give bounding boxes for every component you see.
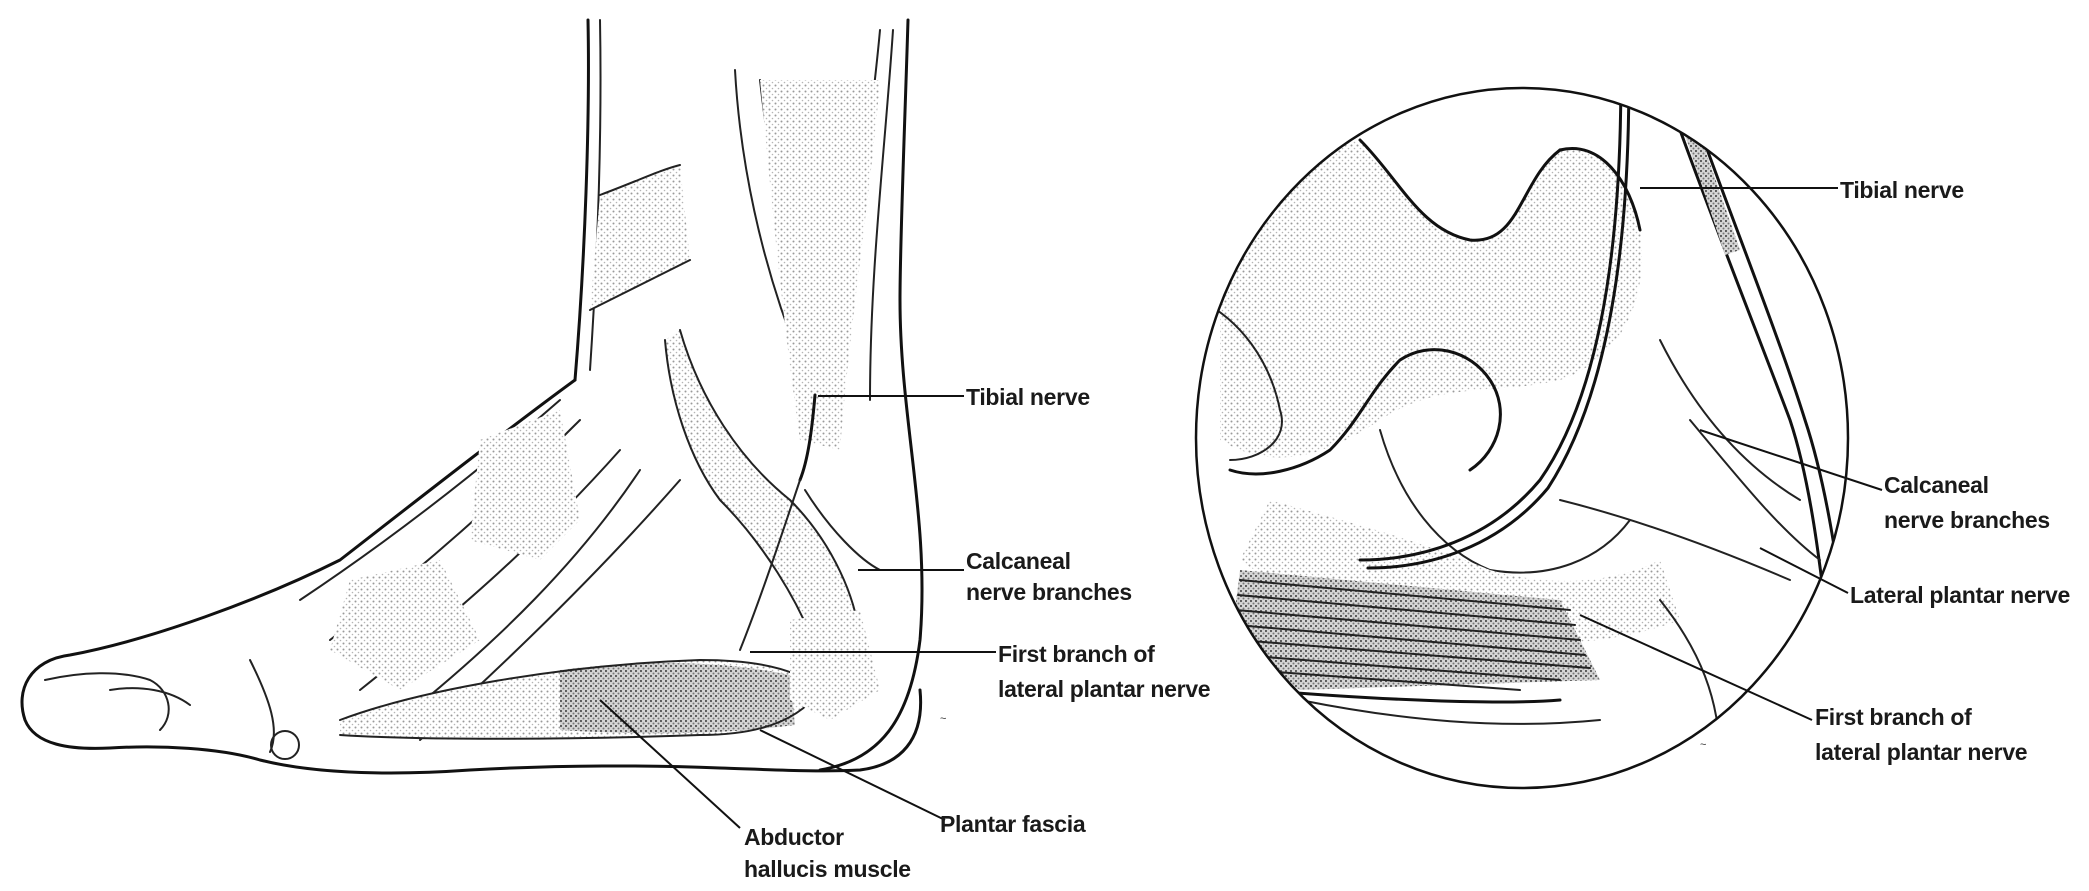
label-first-branch-line2: lateral plantar nerve (998, 676, 1210, 702)
artist-signature: ~ (940, 713, 946, 725)
label-calcaneal-right: Calcaneal (1884, 472, 1989, 498)
label-calcaneal-line2: nerve branches (966, 579, 1132, 605)
label-tibial-nerve: Tibial nerve (966, 384, 1090, 410)
label-tibial-nerve-right: Tibial nerve (1840, 177, 1964, 203)
label-lateral-plantar: Lateral plantar nerve (1850, 582, 2070, 608)
left-leader-lines (600, 396, 996, 828)
label-abductor-line2: hallucis muscle (744, 856, 911, 882)
label-abductor: Abductor (744, 824, 844, 850)
label-calcaneal: Calcaneal (966, 548, 1071, 574)
foot-figure (22, 20, 922, 773)
label-calcaneal-right-line2: nerve branches (1884, 507, 2050, 533)
label-first-branch-right-line2: lateral plantar nerve (1815, 739, 2027, 765)
artist-signature-right: ~ (1700, 739, 1706, 751)
label-plantar-fascia: Plantar fascia (940, 811, 1086, 837)
label-first-branch-right: First branch of (1815, 704, 1972, 730)
magnified-figure (1190, 20, 1860, 800)
label-first-branch: First branch of (998, 641, 1155, 667)
